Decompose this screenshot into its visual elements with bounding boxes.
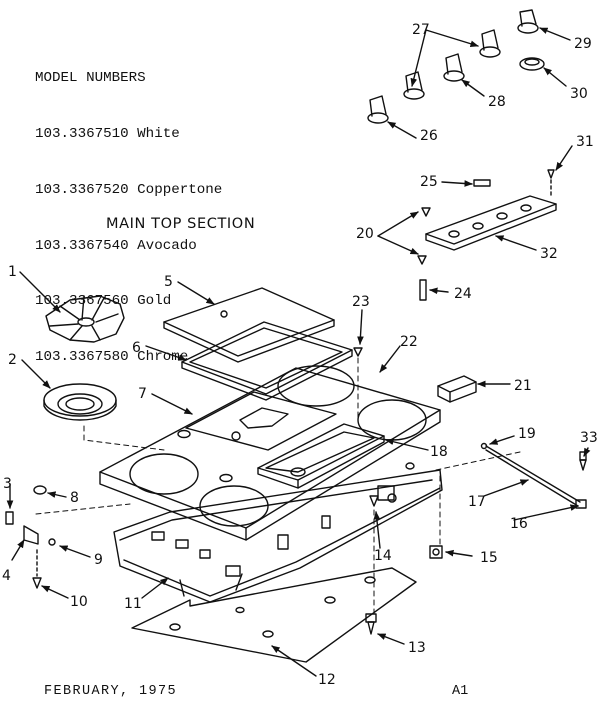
callout-18: 18 bbox=[430, 444, 448, 460]
callout-13: 13 bbox=[408, 640, 426, 656]
callout-27: 27 bbox=[412, 22, 430, 38]
callout-32: 32 bbox=[540, 246, 558, 262]
model-number: 103.3367580 bbox=[35, 349, 129, 366]
callout-15: 15 bbox=[480, 550, 498, 566]
side-bracket bbox=[480, 442, 587, 509]
model-header: MODEL NUMBERS bbox=[35, 70, 146, 87]
griddle-well bbox=[257, 423, 385, 489]
burner-ring bbox=[43, 383, 117, 421]
callout-23: 23 bbox=[352, 294, 370, 310]
callout-22: 22 bbox=[400, 334, 418, 350]
left-hardware bbox=[5, 485, 56, 589]
small-fittings bbox=[365, 495, 443, 635]
callout-28: 28 bbox=[488, 94, 506, 110]
callout-5: 5 bbox=[164, 274, 173, 290]
burner-head bbox=[45, 295, 125, 343]
griddle-cover bbox=[163, 287, 335, 363]
bottom-shield-plate bbox=[131, 567, 417, 663]
callout-29: 29 bbox=[574, 36, 592, 52]
valve-block bbox=[437, 375, 477, 403]
callout-24: 24 bbox=[454, 286, 472, 302]
model-color: White bbox=[137, 125, 180, 142]
callout-21: 21 bbox=[514, 378, 532, 394]
panel-hardware bbox=[417, 179, 491, 301]
footer-date: FEBRUARY, 1975 bbox=[44, 684, 178, 699]
main-top-frame bbox=[99, 365, 441, 541]
model-color: Avocado bbox=[137, 237, 197, 254]
callout-31: 31 bbox=[576, 134, 594, 150]
assembly-lines bbox=[35, 357, 521, 615]
model-row: 103.3367580 Chrome bbox=[35, 348, 222, 367]
callout-4: 4 bbox=[2, 568, 11, 584]
model-color: Chrome bbox=[137, 349, 189, 366]
callout-11: 11 bbox=[124, 596, 142, 612]
leader-arrows bbox=[6, 27, 591, 677]
callout-12: 12 bbox=[318, 672, 336, 688]
model-color: Gold bbox=[137, 293, 172, 310]
callout-2: 2 bbox=[8, 352, 17, 368]
model-row: 103.3367540 Avocado bbox=[35, 237, 222, 256]
model-color: Coppertone bbox=[137, 181, 223, 198]
callout-9: 9 bbox=[94, 552, 103, 568]
model-number: 103.3367510 bbox=[35, 125, 129, 142]
model-row: 103.3367510 White bbox=[35, 125, 222, 144]
model-row: 103.3367520 Coppertone bbox=[35, 181, 222, 200]
callout-19: 19 bbox=[518, 426, 536, 442]
callout-3: 3 bbox=[3, 476, 12, 492]
section-title: MAIN TOP SECTION bbox=[106, 216, 256, 232]
drip-tray bbox=[185, 391, 337, 451]
model-number: 103.3367520 bbox=[35, 181, 129, 198]
callout-20: 20 bbox=[356, 226, 374, 242]
callout-10: 10 bbox=[70, 594, 88, 610]
callout-33: 33 bbox=[580, 430, 598, 446]
callout-30: 30 bbox=[570, 86, 588, 102]
model-list: MODEL NUMBERS 103.3367510 White 103.3367… bbox=[35, 32, 222, 404]
callout-16: 16 bbox=[510, 516, 528, 532]
callout-1: 1 bbox=[8, 264, 17, 280]
cover-frame-gasket bbox=[181, 321, 353, 401]
footer-page: A1 bbox=[452, 684, 469, 699]
callout-14: 14 bbox=[374, 548, 392, 564]
callout-6: 6 bbox=[132, 340, 141, 356]
callout-8: 8 bbox=[70, 490, 79, 506]
control-knobs bbox=[367, 9, 545, 124]
control-panel bbox=[425, 169, 557, 251]
callout-26: 26 bbox=[420, 128, 438, 144]
callout-17: 17 bbox=[468, 494, 486, 510]
burner-box bbox=[113, 469, 443, 603]
callout-25: 25 bbox=[420, 174, 438, 190]
callout-labels: 1 2 3 4 5 6 7 8 9 10 11 12 13 14 15 16 1… bbox=[2, 22, 598, 688]
screw bbox=[353, 347, 363, 357]
callout-7: 7 bbox=[138, 386, 147, 402]
model-number: 103.3367540 bbox=[35, 237, 129, 254]
